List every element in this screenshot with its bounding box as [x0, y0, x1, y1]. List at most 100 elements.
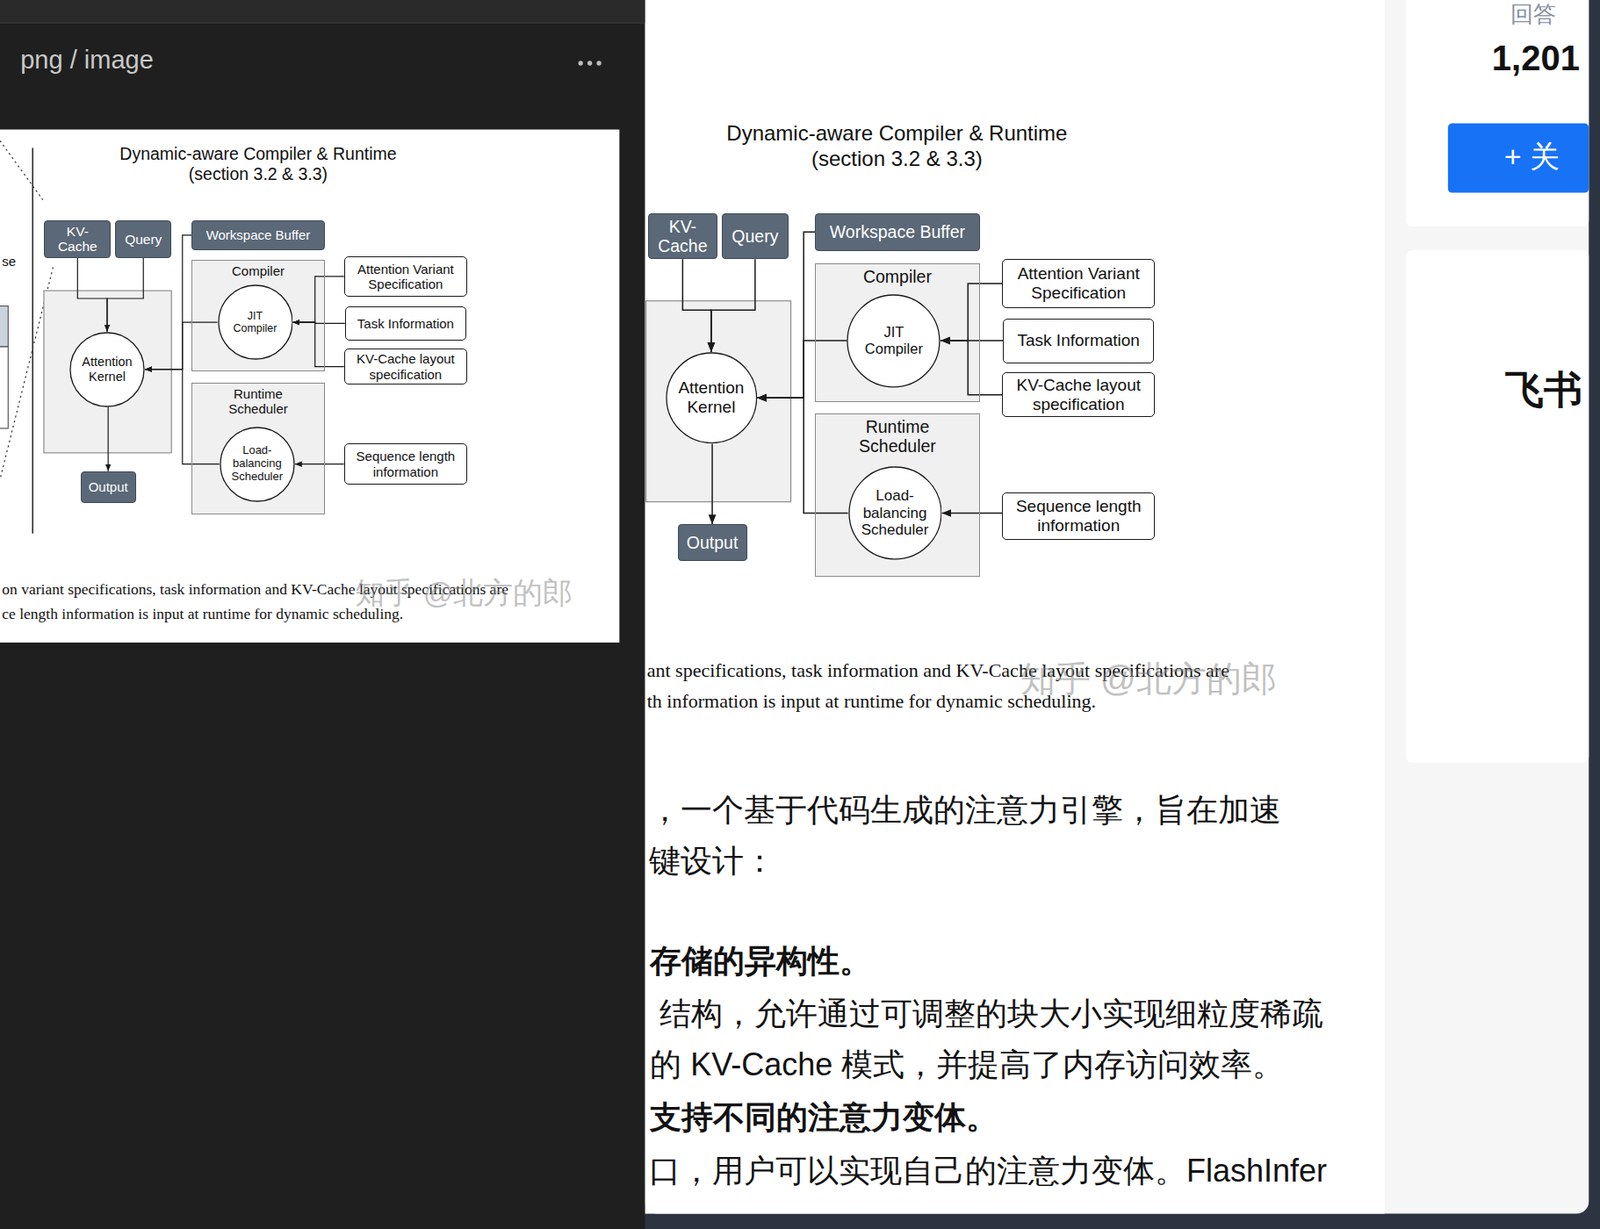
process-circle: Attention Kernel — [69, 331, 145, 408]
circle-shape — [218, 285, 293, 360]
node-text: Load-balancing Scheduler — [861, 487, 930, 540]
circle-shape — [666, 353, 757, 444]
node-text: KV-Cache layout specification — [348, 351, 463, 382]
figure-title: Dynamic-aware Compiler & Runtime (sectio… — [100, 144, 417, 186]
node-text: Compiler — [863, 266, 932, 287]
node-text: Attention Variant Specification — [1006, 264, 1151, 303]
process-circle: JIT Compiler — [846, 294, 941, 389]
arrow-connector — [940, 340, 1002, 396]
node-text: Workspace Buffer — [206, 227, 311, 243]
data-box: Output — [80, 471, 137, 504]
data-box: Query — [115, 220, 172, 259]
partial-box — [0, 306, 8, 347]
arrow-connector — [940, 283, 1002, 341]
node-text: Sequence length information — [1006, 497, 1151, 536]
process-circle: Attention Kernel — [665, 352, 758, 445]
follow-button — [1448, 123, 1589, 194]
menu-dot — [587, 60, 592, 65]
group-fill — [191, 259, 325, 372]
button-label: + 关 — [1504, 138, 1560, 175]
zoom-dotted-line — [0, 140, 44, 200]
input-box: KV-Cache layout specification — [344, 348, 468, 385]
process-circle: Load-balancing Scheduler — [219, 426, 296, 503]
node-text: KV-Cache — [652, 216, 714, 257]
node-text: Output — [88, 479, 129, 495]
node-text: Task Information — [357, 316, 455, 332]
partial-box — [0, 346, 8, 429]
node-text: Task Information — [1017, 331, 1140, 351]
input-box: KV-Cache layout specification — [1001, 372, 1155, 418]
data-box: Workspace Buffer — [191, 220, 325, 251]
arrow-connector — [292, 322, 344, 368]
kernel-region — [646, 301, 792, 503]
node-text: KV-Cache — [48, 223, 107, 256]
node-text: Runtime Scheduler — [849, 417, 946, 457]
sidebar-card — [1405, 250, 1589, 764]
node-text: Workspace Buffer — [829, 222, 966, 242]
process-circle: JIT Compiler — [217, 284, 294, 361]
group-fill — [814, 413, 980, 577]
node-text: Load-balancing Scheduler — [230, 444, 285, 484]
node-text: Attention Kernel — [79, 354, 135, 384]
arrow-connector — [711, 259, 756, 353]
process-circle: Load-balancing Scheduler — [848, 466, 943, 561]
caption-line: ce length information is input at runtim… — [1, 605, 404, 624]
data-box: KV-Cache — [43, 220, 111, 259]
viewer-panel — [0, 0, 645, 1229]
input-box: Sequence length information — [344, 443, 468, 484]
cut-label: se — [1, 253, 16, 270]
browser-window — [644, 0, 1589, 1215]
bar-divider — [0, 22, 645, 24]
circle-shape — [847, 295, 940, 388]
group-box: CompilerJIT Compiler — [191, 259, 325, 372]
data-box: KV-Cache — [648, 213, 718, 260]
node-text: Attention Kernel — [677, 378, 744, 418]
input-box: Attention Variant Specification — [1001, 259, 1155, 309]
stat-label: 回答 — [1510, 0, 1557, 29]
stat-number: 1,201 — [1491, 36, 1580, 80]
circle-shape — [220, 427, 295, 502]
node-text: Query — [731, 226, 779, 246]
arrow-connector — [711, 443, 714, 525]
group-fill — [191, 382, 325, 515]
input-box: Attention Variant Specification — [344, 256, 468, 297]
group-fill — [814, 263, 980, 403]
input-box: Task Information — [1002, 318, 1154, 364]
node-text: Compiler — [231, 263, 285, 279]
arrow-connector — [292, 322, 345, 324]
arrow-connector — [940, 339, 1003, 342]
article-page — [644, 0, 1384, 1215]
arrow-connector — [108, 407, 109, 472]
data-box: Workspace Buffer — [814, 213, 980, 252]
arrow-connector — [144, 322, 218, 369]
group-box: Runtime SchedulerLoad-balancing Schedule… — [191, 382, 325, 515]
watermark: 知乎 @北方的郎 — [1020, 657, 1277, 700]
menu-dot — [596, 60, 601, 65]
arrow-connector — [941, 512, 1002, 515]
card-title: 飞书 — [1505, 367, 1583, 414]
article-heading: 存储的异构性。 — [649, 942, 872, 981]
article-text: 键设计： — [648, 842, 776, 880]
data-box: Query — [721, 213, 790, 260]
node-text: Query — [124, 231, 162, 248]
article-text: 的 KV-Cache 模式，并提高了内存访问效率。 — [649, 1045, 1284, 1084]
kernel-region — [43, 290, 172, 454]
group-box: Runtime SchedulerLoad-balancing Schedule… — [814, 413, 980, 577]
data-box: Output — [677, 524, 748, 562]
node-text: KV-Cache layout specification — [1006, 375, 1151, 415]
viewer-top-bar — [0, 0, 645, 23]
diagram-title: Dynamic-aware Compiler & Runtime (sectio… — [703, 121, 1090, 173]
arrow-connector — [756, 340, 847, 398]
divider-line — [31, 147, 33, 534]
arrow-connector — [144, 369, 220, 465]
menu-dot — [577, 60, 583, 65]
input-box: Sequence length information — [1001, 492, 1155, 540]
article-heading: 支持不同的注意力变体。 — [649, 1098, 998, 1137]
node-text: JIT Compiler — [859, 324, 928, 358]
circle-shape — [70, 332, 145, 407]
image-preview — [0, 129, 620, 643]
input-box: Task Information — [345, 306, 467, 342]
node-text: Sequence length information — [348, 448, 463, 480]
